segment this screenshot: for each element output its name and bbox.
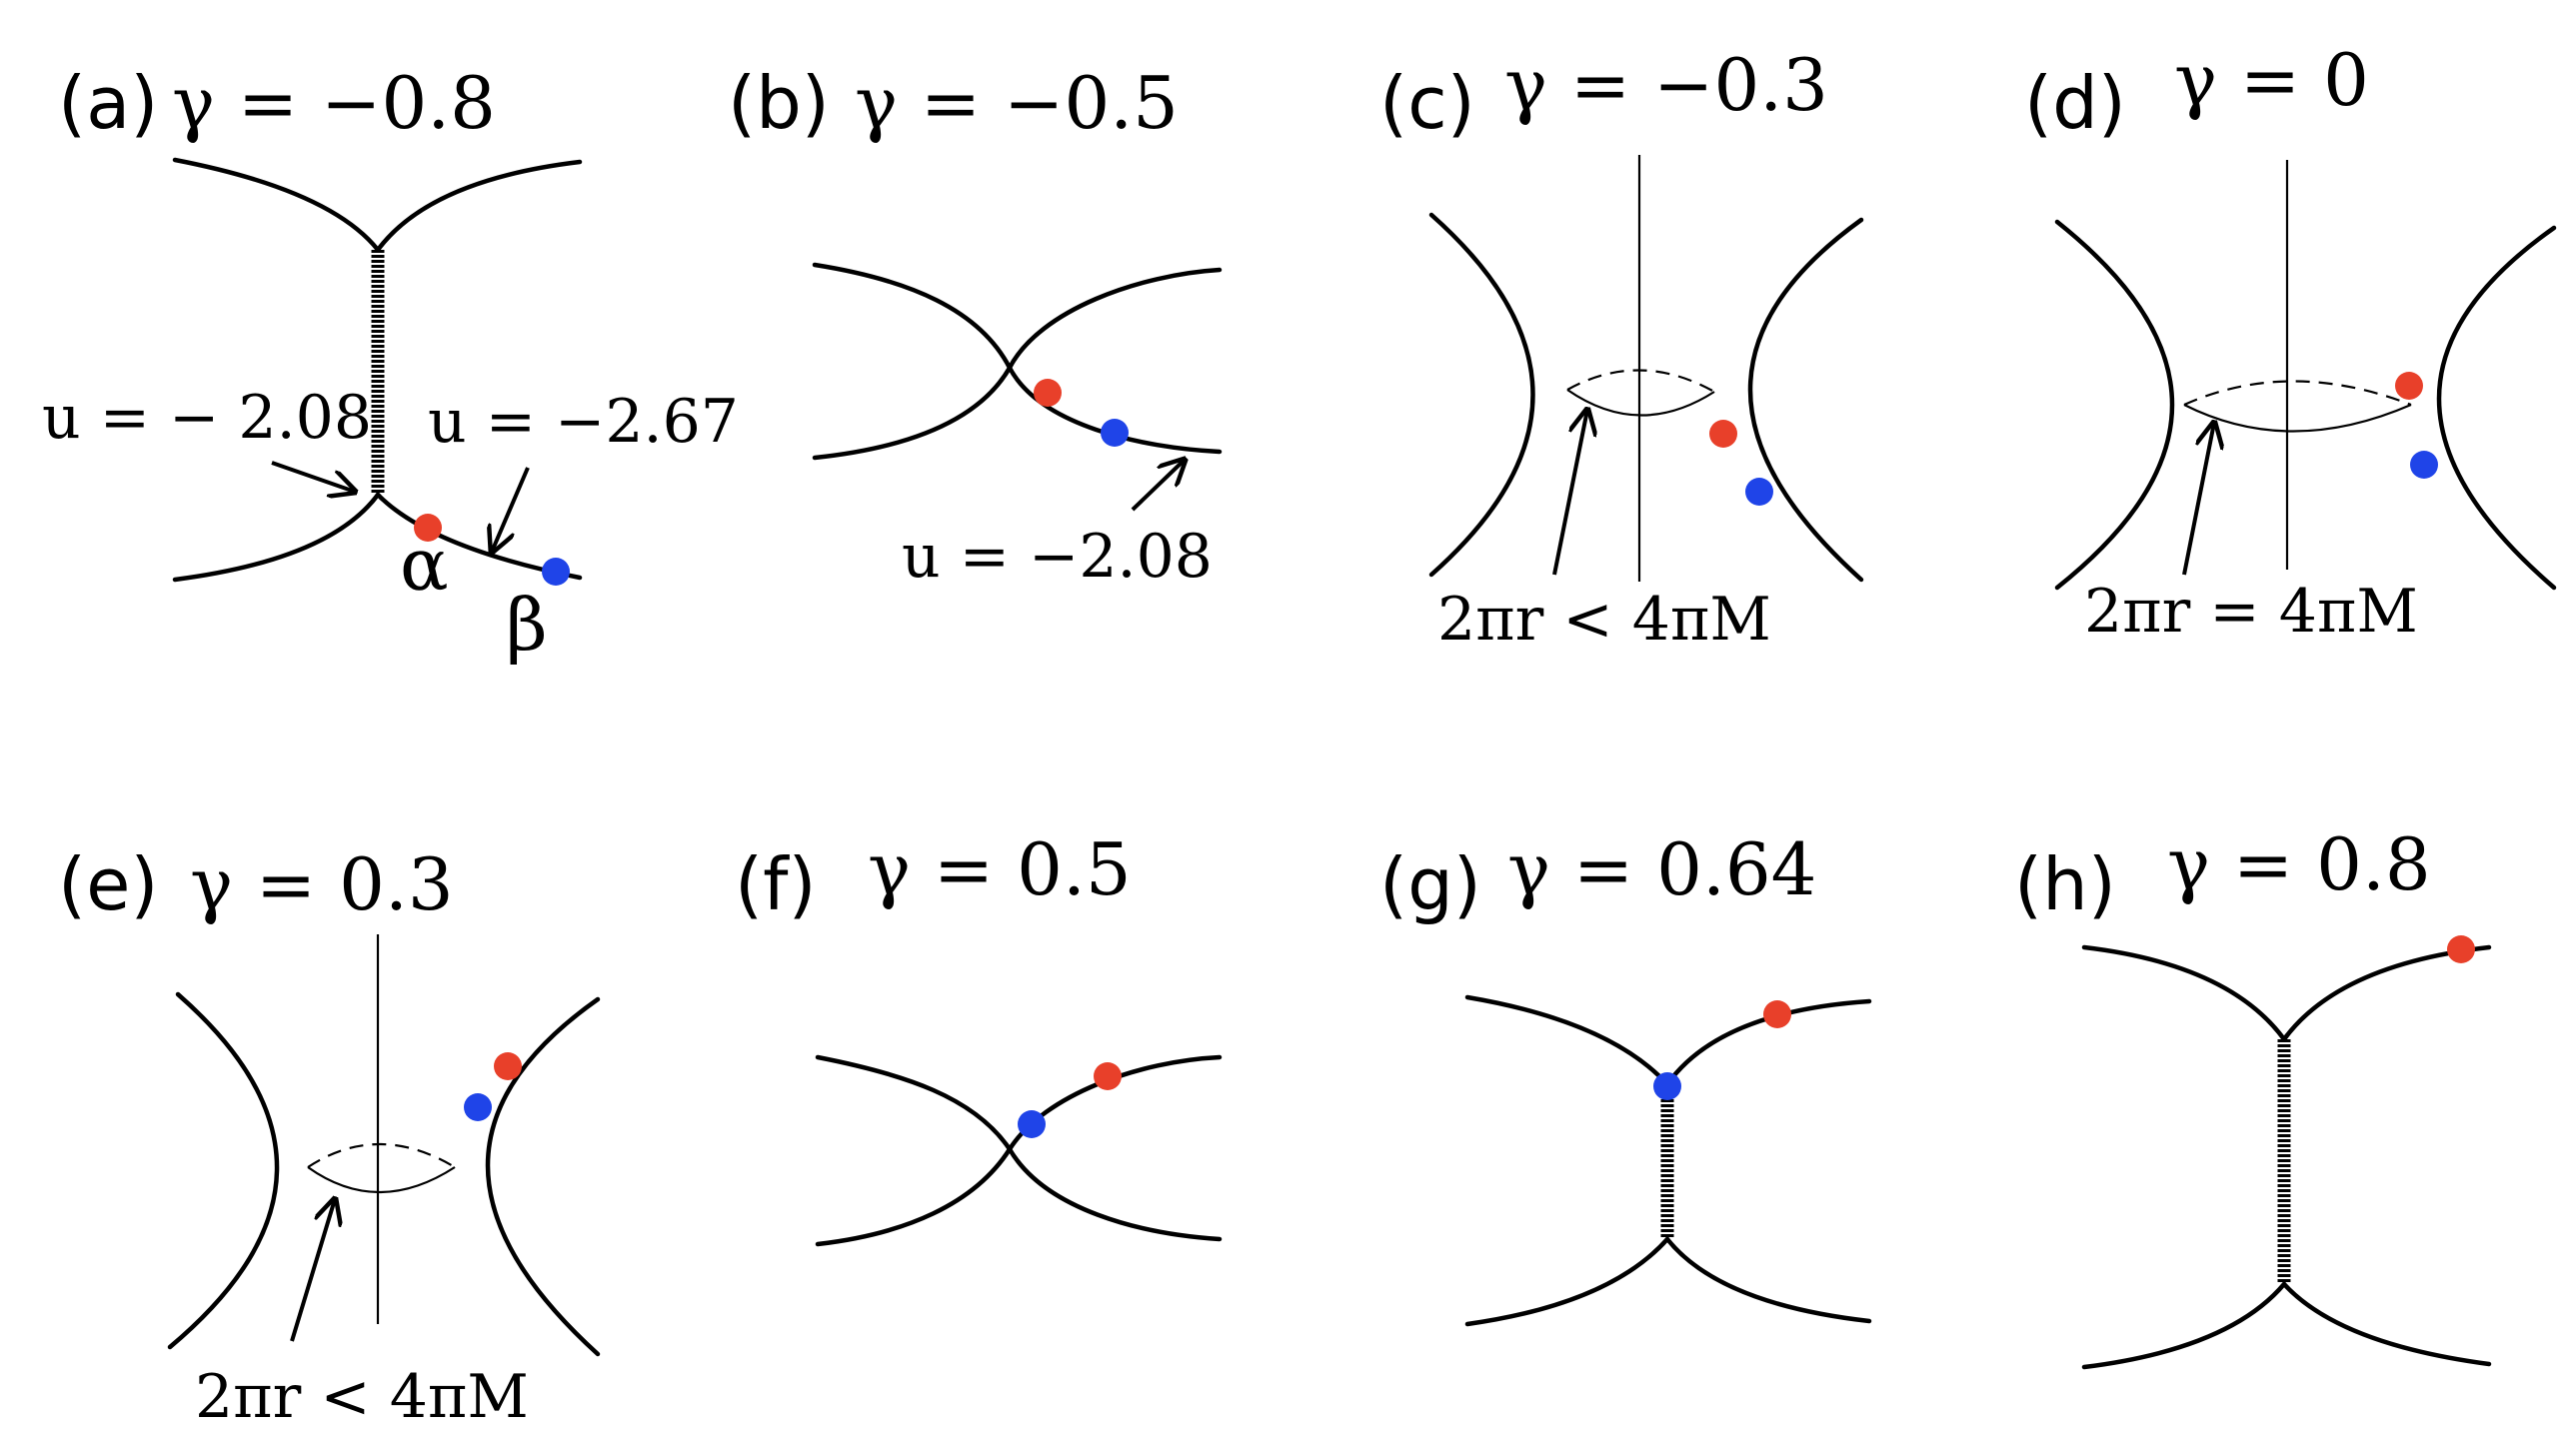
panel-a-alpha-point: [414, 514, 442, 542]
panel-e-circumference-label: 2πr < 4πM: [195, 1362, 529, 1432]
panel-b-gamma: γ = −0.5: [855, 61, 1179, 145]
panel-b-alpha-point: [1034, 379, 1062, 407]
panel-d-throat-front: [2183, 403, 2412, 433]
panel-g: (g) γ = 0.64: [1379, 827, 1872, 1327]
panel-c-beta-point: [1745, 478, 1773, 506]
panel-f-branch-2: [815, 1054, 1223, 1247]
panel-a-lower-left-branch: [172, 492, 381, 583]
panel-b: (b) γ = −0.5 u = −2.08: [728, 61, 1223, 592]
panel-b-branch-2: [812, 267, 1223, 461]
panel-c-throat-front: [1566, 389, 1715, 417]
panel-b-letter: (b): [728, 61, 830, 145]
panel-g-gamma: γ = 0.64: [1507, 827, 1816, 911]
panel-a-letter: (a): [58, 61, 158, 145]
panel-e-throat-front: [307, 1166, 456, 1193]
panel-h-lower-right-branch: [2281, 1281, 2492, 1367]
panel-d-right-branch: [2436, 225, 2557, 591]
panel-d-letter: (d): [2024, 61, 2126, 145]
panel-e: (e) γ = 0.3 2πr < 4πM: [58, 842, 601, 1432]
panel-a-gamma: γ = −0.8: [172, 61, 496, 145]
panel-g-upper-right-branch: [1664, 998, 1872, 1087]
panel-f-beta-point: [1018, 1110, 1046, 1138]
panel-c-circumference-label: 2πr < 4πM: [1437, 585, 1771, 655]
panel-c-gamma: γ = −0.3: [1504, 43, 1828, 127]
panel-a-u-left-label: u = − 2.08: [42, 383, 372, 453]
panel-c-left-branch: [1428, 212, 1535, 578]
panel-d-left-branch: [2054, 219, 2175, 591]
panel-c-arrow: [1552, 410, 1587, 576]
panel-c-throat-back: [1566, 369, 1715, 393]
panel-c: (c) γ = −0.3 2πr < 4πM: [1379, 43, 1864, 655]
panel-f-letter: (f): [735, 842, 817, 926]
panel-e-beta-point: [464, 1093, 492, 1121]
panel-f: (f) γ = 0.5: [735, 827, 1223, 1247]
panel-b-arrow: [1131, 460, 1185, 512]
panel-g-upper-left-branch: [1464, 994, 1670, 1087]
panel-d-beta-point: [2410, 451, 2438, 479]
panel-b-beta-point: [1101, 419, 1129, 447]
panel-a-arrow-left: [271, 461, 355, 492]
panel-f-alpha-point: [1094, 1062, 1122, 1090]
panel-d: (d) γ = 0 2πr = 4πM: [2024, 38, 2557, 647]
panel-d-gamma: γ = 0: [2174, 38, 2369, 122]
panel-h-alpha-point: [2447, 935, 2475, 963]
panel-g-letter: (g): [1379, 842, 1481, 926]
panel-g-beta-point: [1653, 1072, 1681, 1100]
panel-a-arrow-right: [492, 467, 530, 552]
panel-g-lower-left-branch: [1464, 1236, 1670, 1327]
panel-a-upper-left-branch: [172, 157, 381, 253]
panel-c-letter: (c): [1379, 61, 1475, 145]
panel-e-arrow: [290, 1199, 335, 1342]
panel-a: (a) γ = −0.8 u = − 2.08 u = −2.67 α β: [42, 61, 739, 667]
panel-e-letter: (e): [58, 842, 158, 926]
panel-e-alpha-point: [494, 1052, 522, 1080]
panel-g-lower-right-branch: [1664, 1236, 1872, 1324]
panel-h-letter: (h): [2014, 842, 2116, 926]
panel-h-lower-left-branch: [2081, 1281, 2287, 1370]
panel-a-alpha-label: α: [400, 523, 449, 607]
panel-a-beta-point: [542, 558, 570, 586]
panel-e-gamma: γ = 0.3: [190, 842, 454, 926]
panel-d-throat-back: [2183, 380, 2412, 407]
panel-e-left-branch: [167, 991, 280, 1350]
panel-e-throat-back: [307, 1143, 456, 1168]
panel-h: (h) γ = 0.8: [2014, 822, 2492, 1370]
panel-c-alpha-point: [1709, 420, 1737, 448]
panel-d-arrow: [2182, 423, 2214, 576]
panel-d-alpha-point: [2395, 372, 2423, 400]
panel-g-alpha-point: [1763, 1000, 1791, 1028]
panel-f-branch-1: [815, 1054, 1223, 1242]
panel-h-gamma: γ = 0.8: [2167, 822, 2431, 906]
panel-a-u-right-label: u = −2.67: [428, 387, 739, 457]
panel-c-right-branch: [1747, 217, 1864, 583]
panel-f-gamma: γ = 0.5: [868, 827, 1132, 911]
panel-d-circumference-label: 2πr = 4πM: [2084, 577, 2418, 647]
panel-b-u-label: u = −2.08: [902, 522, 1213, 592]
panel-a-beta-label: β: [506, 583, 548, 667]
panel-a-upper-right-branch: [375, 159, 583, 253]
panel-h-upper-left-branch: [2081, 944, 2287, 1042]
panel-e-right-branch: [485, 996, 601, 1357]
